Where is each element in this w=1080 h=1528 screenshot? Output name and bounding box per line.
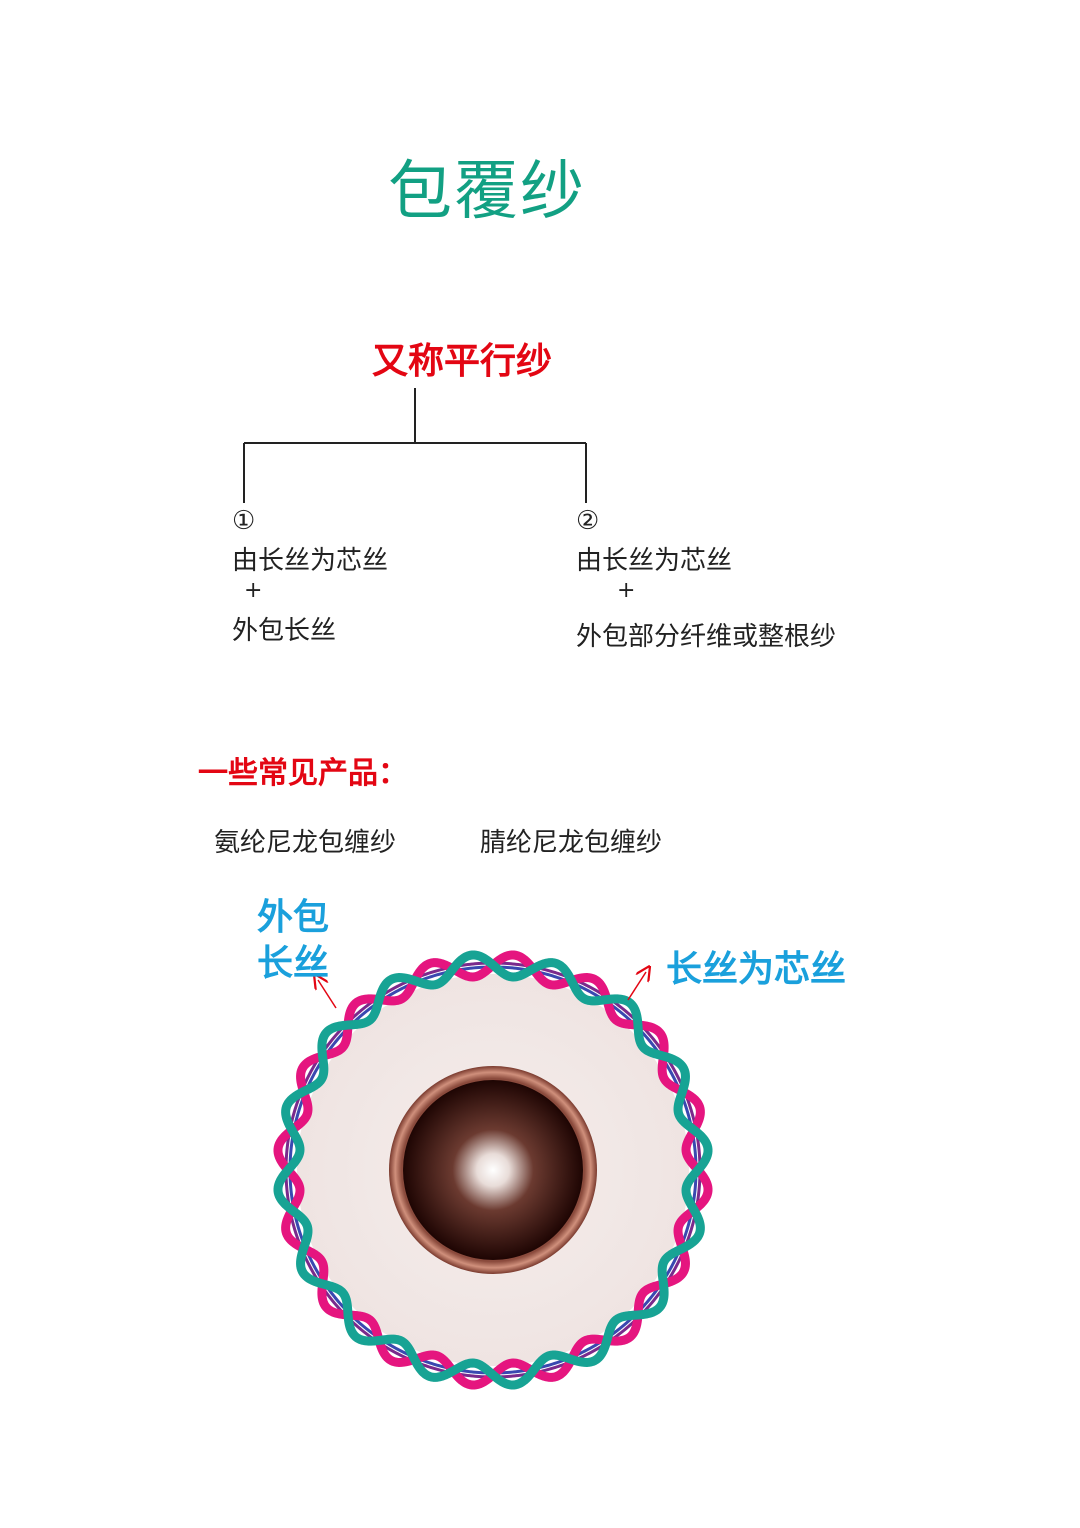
branch-2-plus: + [617,578,636,603]
branch-2-core-text: 由长丝为芯丝 [576,546,733,576]
products-heading: 一些常见产品： [198,756,408,791]
branch-1-core-text: 由长丝为芯丝 [232,546,389,576]
core-filament-label: 长丝为芯丝 [666,949,847,990]
branch-1-marker: ① [232,506,256,536]
product-item: 氨纶尼龙包缠纱 [214,828,397,858]
page-title: 包覆纱 [388,155,586,229]
core-label-arrow [627,972,646,1001]
outer-filament-label-line1: 外包 [257,897,330,938]
wrap-strand-teal [273,950,713,1390]
branch-1-wrap-text: 外包长丝 [232,616,337,646]
outer-label-arrow [318,980,337,1009]
outer-filament-label-line2: 长丝 [257,943,330,984]
branch-2-wrap-text: 外包部分纤维或整根纱 [576,622,837,652]
subtitle: 又称平行纱 [372,341,553,382]
branch-2-marker: ② [576,506,600,536]
core-filament [403,1080,583,1260]
branch-1-plus: + [244,578,263,603]
tree-connector [243,388,587,503]
wrap-strands [273,950,713,1390]
product-item: 腈纶尼龙包缠纱 [480,828,663,858]
